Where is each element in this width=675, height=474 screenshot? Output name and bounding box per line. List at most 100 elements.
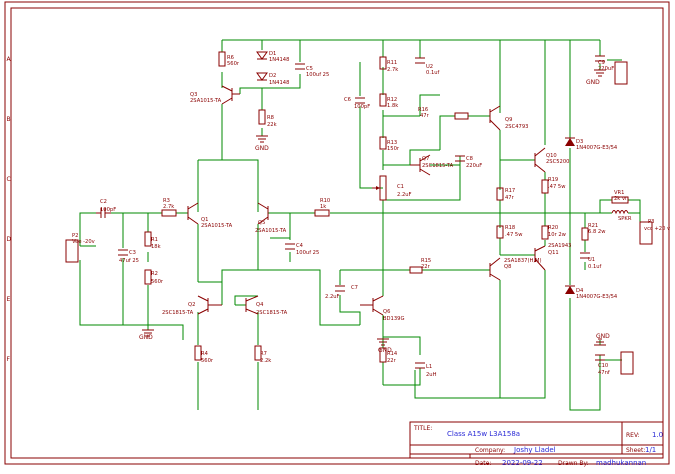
rev-value: 1.0 <box>652 431 663 439</box>
resistor-r17: R18 .47 5w <box>496 225 523 239</box>
row-mark: A <box>7 56 12 63</box>
resistor-r4: R4 560r <box>194 345 214 364</box>
svg-text:2SC1815-TA: 2SC1815-TA <box>162 310 194 316</box>
svg-text:1k: 1k <box>320 204 326 210</box>
resistor-r3: R3 2.7k <box>161 198 177 217</box>
svg-text:C5: C5 <box>306 66 313 72</box>
svg-text:R10: R10 <box>320 198 330 204</box>
svg-text:C6: C6 <box>344 97 351 103</box>
resistor-r6: R7 2.2k <box>254 345 271 364</box>
svg-text:C4: C4 <box>296 243 304 249</box>
svg-text:1N4148: 1N4148 <box>269 57 289 63</box>
svg-text:C7: C7 <box>351 285 358 291</box>
svg-text:R17: R17 <box>505 188 515 194</box>
svg-text:L1: L1 <box>426 364 432 370</box>
ground-r2: GND <box>139 329 154 341</box>
capacitor-c1: C2 100pF <box>96 199 116 218</box>
resistor-r12: R13 150r <box>379 136 400 152</box>
svg-text:R7: R7 <box>260 351 267 357</box>
resistor-r13: R14 22r <box>379 347 398 364</box>
svg-text:0.1uf: 0.1uf <box>588 264 602 270</box>
transistor-q6: Q6 BD139G <box>360 295 404 322</box>
svg-text:Vee -20v: Vee -20v <box>72 239 95 245</box>
resistor-r7: R8 22k <box>258 109 277 128</box>
inductor-l1: SPKR <box>611 210 632 222</box>
ground-c8: GND <box>586 69 606 86</box>
svg-text:2SC1815-TA: 2SC1815-TA <box>256 310 288 316</box>
outer-frame <box>4 1 670 465</box>
svg-text:22k: 22k <box>267 122 277 128</box>
ground-q6: GND <box>377 338 392 354</box>
ground-r7: GND <box>255 135 269 152</box>
row-mark: C <box>7 176 11 183</box>
resistor-r16: R17 47r <box>496 187 515 201</box>
svg-text:2SC1815-TA: 2SC1815-TA <box>422 163 454 169</box>
svg-text:100uf 25: 100uf 25 <box>296 250 319 256</box>
transistor-q10: Q10 2SC5200 <box>534 147 569 173</box>
svg-text:560r: 560r <box>151 279 164 285</box>
svg-text:C3: C3 <box>129 250 136 256</box>
svg-text:2.2k: 2.2k <box>260 358 271 364</box>
svg-text:R2: R2 <box>151 271 158 277</box>
connector-p1: P3 vcc +20 v <box>639 219 670 245</box>
svg-text:R14: R14 <box>387 351 398 357</box>
svg-text:2uH: 2uH <box>426 372 437 378</box>
svg-text:GND: GND <box>586 79 600 86</box>
diode-d3: D3 1N4007G-E3/54 <box>565 137 618 151</box>
title-block: TITLE: Class A15w L3A158a REV: 1.0 Compa… <box>409 421 664 467</box>
svg-text:C2: C2 <box>100 199 107 205</box>
svg-text:R3: R3 <box>163 198 170 204</box>
capacitor-c6: C7 2.2uF <box>325 285 358 300</box>
svg-text:R16: R16 <box>418 107 428 113</box>
resistor-r11: R12 1.8k <box>379 93 398 109</box>
svg-text:D2: D2 <box>269 73 276 79</box>
svg-text:1N4007G-E3/54: 1N4007G-E3/54 <box>576 294 618 300</box>
svg-text:C1: C1 <box>397 184 404 190</box>
svg-text:0.1uf: 0.1uf <box>426 70 440 76</box>
transistor-q4: Q4 2SC1815-TA <box>245 295 288 316</box>
svg-text:22r: 22r <box>387 358 397 364</box>
transistor-q1: Q1 2SA1015-TA <box>187 202 233 229</box>
svg-text:Q1: Q1 <box>201 217 208 223</box>
resistor-r21: VR1 2k vr <box>611 190 629 204</box>
resistor-r8: R10 1k <box>314 198 330 217</box>
row-mark: F <box>7 356 11 363</box>
company-label: Company: <box>475 447 505 454</box>
svg-text:Q11: Q11 <box>548 250 559 256</box>
svg-text:Q5: Q5 <box>258 220 265 226</box>
transistor-q9: Q9 2SC4793 <box>489 105 528 131</box>
svg-text:P2: P2 <box>72 233 78 239</box>
resistor-r18: R19 .47 5w <box>541 177 566 194</box>
resistor-r5: R6 560r <box>218 51 240 67</box>
svg-text:R21: R21 <box>588 223 598 229</box>
date-label: Date: <box>475 460 491 467</box>
svg-text:1.8k: 1.8k <box>387 103 398 109</box>
svg-text:47r: 47r <box>505 195 515 201</box>
resistor-r15: R16 47r <box>418 107 469 120</box>
svg-text:18k: 18k <box>151 244 161 250</box>
svg-text:SPKR: SPKR <box>618 216 632 222</box>
capacitor-c5: C6 100pF <box>344 97 370 110</box>
resistor-r14: R15 22r <box>409 258 431 274</box>
svg-text:47r: 47r <box>420 113 430 119</box>
diode-d2: D2 1N4148 <box>256 72 289 86</box>
title-label: TITLE: <box>413 425 432 432</box>
svg-text:560r: 560r <box>227 61 240 67</box>
svg-text:D1: D1 <box>269 51 276 57</box>
transistor-q5: Q5 2SA1015-TA <box>255 202 287 234</box>
svg-text:22r: 22r <box>421 264 431 270</box>
svg-text:Q7: Q7 <box>422 156 429 162</box>
svg-text:100pF: 100pF <box>354 104 370 110</box>
svg-text:R12: R12 <box>387 97 397 103</box>
connector-p3 <box>614 61 628 85</box>
svg-text:Q6: Q6 <box>383 309 390 315</box>
wires <box>79 39 641 411</box>
svg-text:R15: R15 <box>421 258 431 264</box>
drawn-value: madhukannan <box>596 459 646 467</box>
svg-text:220uF: 220uF <box>466 163 482 169</box>
svg-text:R11: R11 <box>387 60 397 66</box>
svg-text:Q9: Q9 <box>505 117 512 123</box>
svg-text:D4: D4 <box>576 288 584 294</box>
svg-text:R1: R1 <box>151 237 158 243</box>
